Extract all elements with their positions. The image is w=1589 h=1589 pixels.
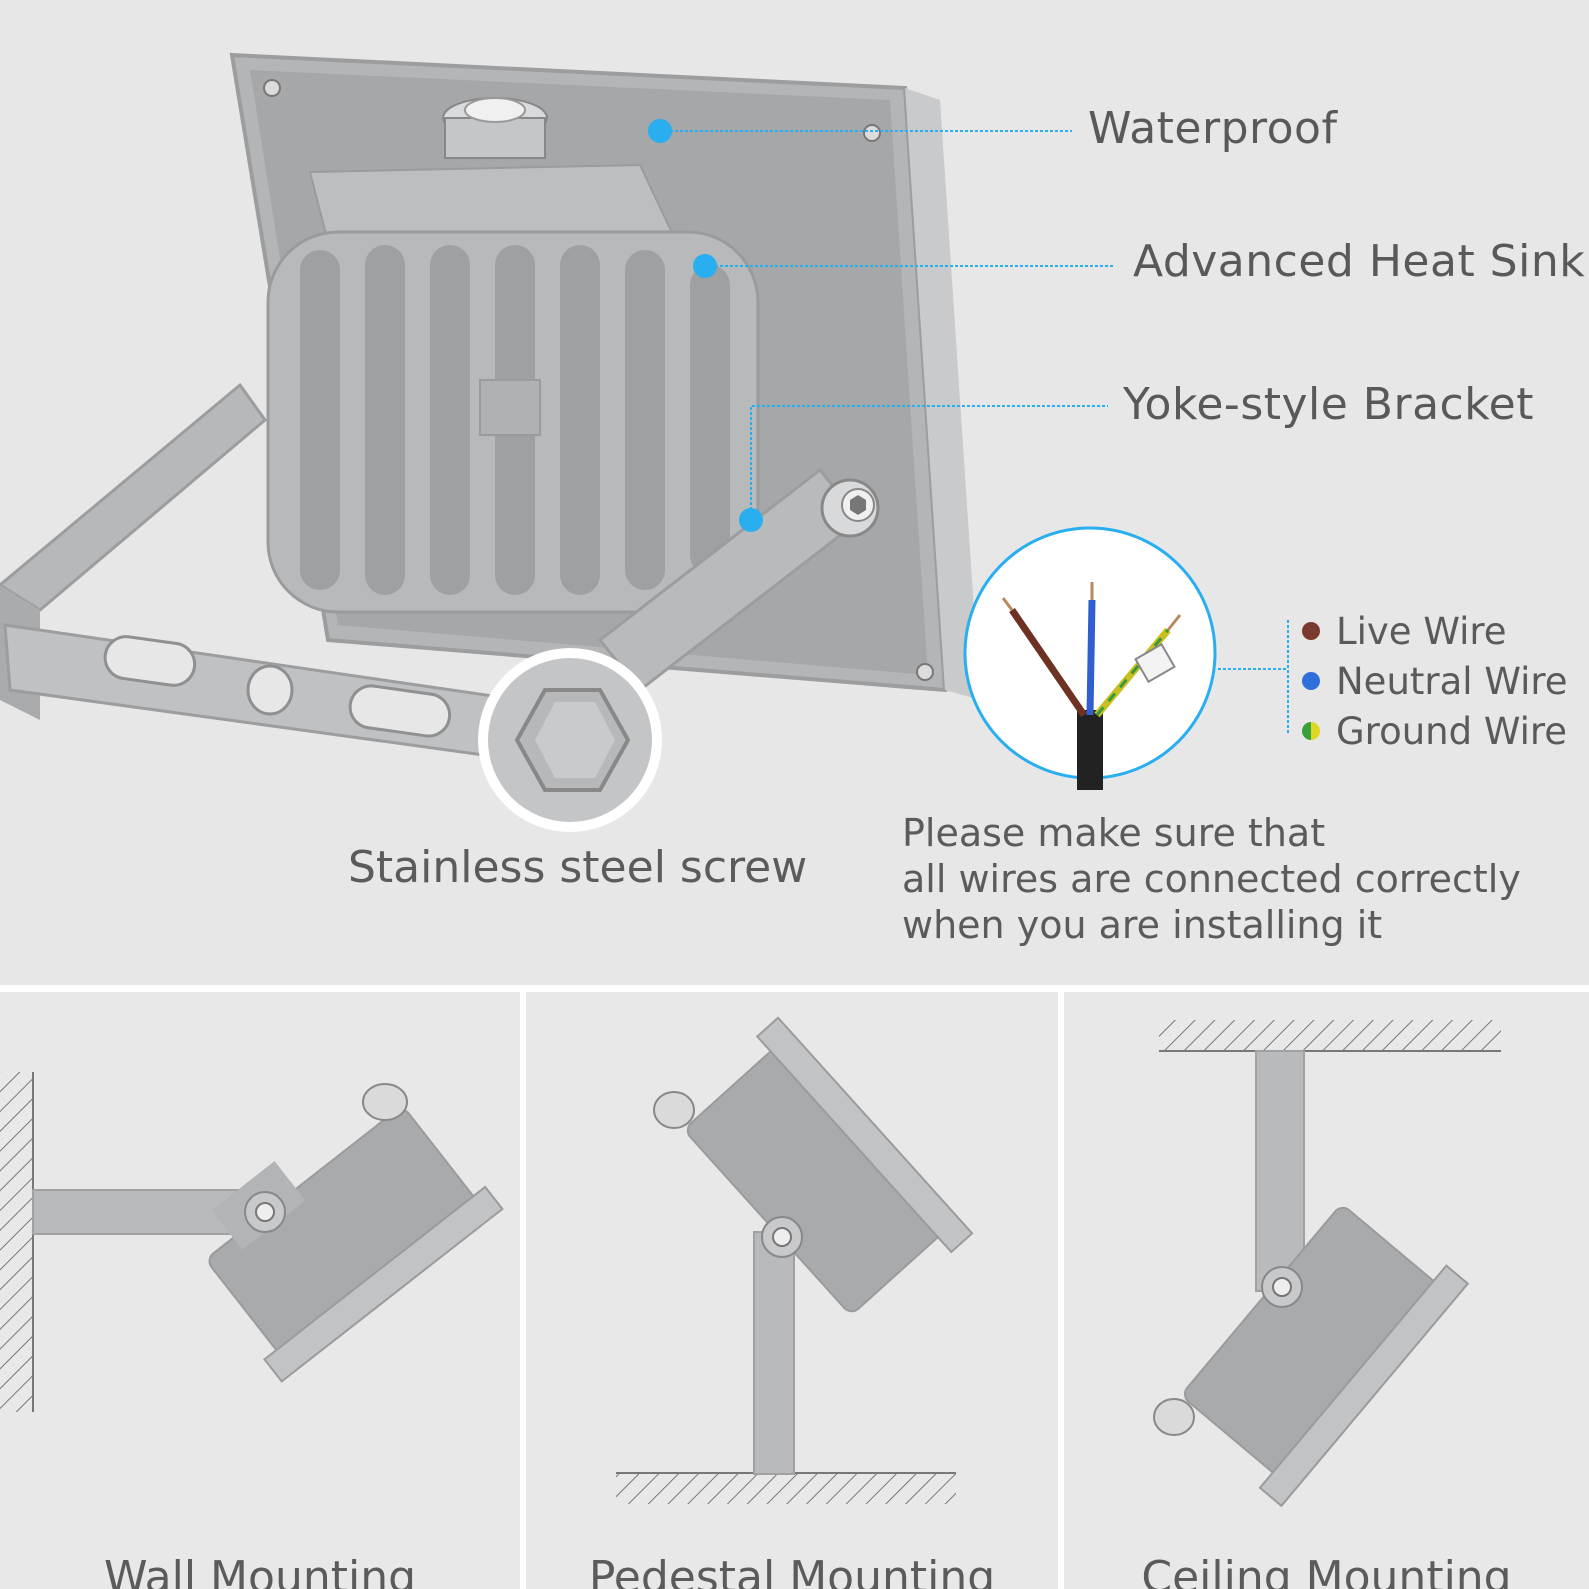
callout-dot-heat-sink: [693, 254, 717, 278]
wire-item-neutral: Neutral Wire: [1302, 656, 1568, 706]
waterproof-label: Waterproof: [1088, 103, 1338, 154]
ceiling-arm: [1255, 1050, 1305, 1292]
note-line-2: all wires are connected correctly: [902, 857, 1521, 901]
wire-item-live: Live Wire: [1302, 606, 1568, 656]
pedestal-mounting-label: Pedestal Mounting: [588, 1552, 996, 1589]
floodlight-illustration: [0, 52, 1289, 832]
callout-dot-bracket: [739, 508, 763, 532]
panel-pedestal-mounting: Pedestal Mounting: [526, 992, 1058, 1589]
heat-sink-label: Advanced Heat Sink: [1133, 236, 1586, 287]
screw-label: Stainless steel screw: [348, 842, 808, 893]
panel-wall-mounting: Wall Mounting: [0, 992, 520, 1589]
feature-diagram: Waterproof Advanced Heat Sink Yoke-style…: [0, 52, 1586, 948]
neutral-wire-label: Neutral Wire: [1336, 659, 1568, 703]
live-wire-dot: [1302, 622, 1320, 640]
callout-dot-waterproof: [648, 119, 672, 143]
ceiling-mount-illustration: [1153, 1020, 1501, 1508]
wall-mounting-label: Wall Mounting: [103, 1552, 417, 1589]
wire-legend: Live Wire Neutral Wire Ground Wire: [1302, 606, 1568, 756]
section-divider: [0, 985, 1589, 992]
wire-item-ground: Ground Wire: [1302, 706, 1568, 756]
note-line-1: Please make sure that: [902, 811, 1326, 855]
panel-separator: [520, 992, 526, 1589]
live-wire-label: Live Wire: [1336, 609, 1507, 653]
ceiling-mounting-label: Ceiling Mounting: [1141, 1552, 1512, 1589]
neutral-wire-dot: [1302, 672, 1320, 690]
bracket-label: Yoke-style Bracket: [1123, 379, 1534, 430]
note-line-3: when you are installing it: [902, 903, 1383, 947]
ground-wire-label: Ground Wire: [1336, 709, 1568, 753]
panel-ceiling-mounting: Ceiling Mounting: [1064, 992, 1589, 1589]
panel-separator: [1058, 992, 1064, 1589]
mounting-options: Wall Mounting Pedestal Mounting: [0, 992, 1589, 1589]
housing-side: [905, 88, 980, 700]
pedestal-mount-illustration: [616, 1016, 974, 1504]
pedestal-post: [753, 1231, 795, 1475]
ground-wire-dot: [1302, 722, 1320, 740]
yoke-bracket: [0, 382, 268, 612]
installation-note: Please make sure that all wires are conn…: [902, 810, 1562, 948]
wall-mount-illustration: [0, 1072, 504, 1412]
wire-cable: [1077, 710, 1103, 790]
